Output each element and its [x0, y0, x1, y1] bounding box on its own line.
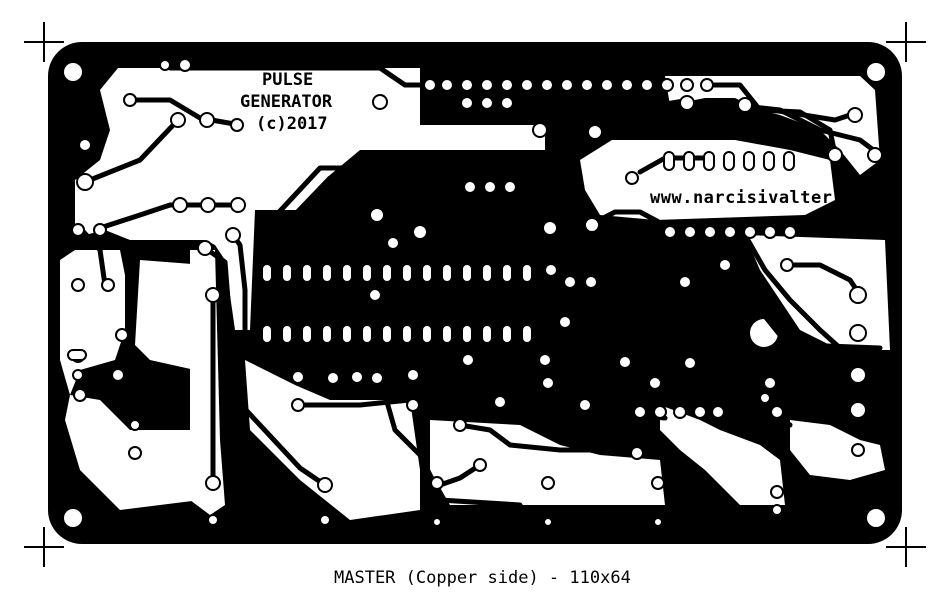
registration-marks — [24, 22, 926, 567]
ic-pads — [67, 151, 795, 361]
board-copyright: (c)2017 — [256, 114, 328, 134]
board-website: www.narcisivalter.it — [650, 188, 865, 208]
board-caption: MASTER (Copper side) - 110x64 — [334, 568, 631, 588]
board-title-line1: PULSE — [262, 70, 314, 90]
mounting-holes — [64, 63, 885, 527]
board-title-line2: GENERATOR — [240, 92, 333, 112]
